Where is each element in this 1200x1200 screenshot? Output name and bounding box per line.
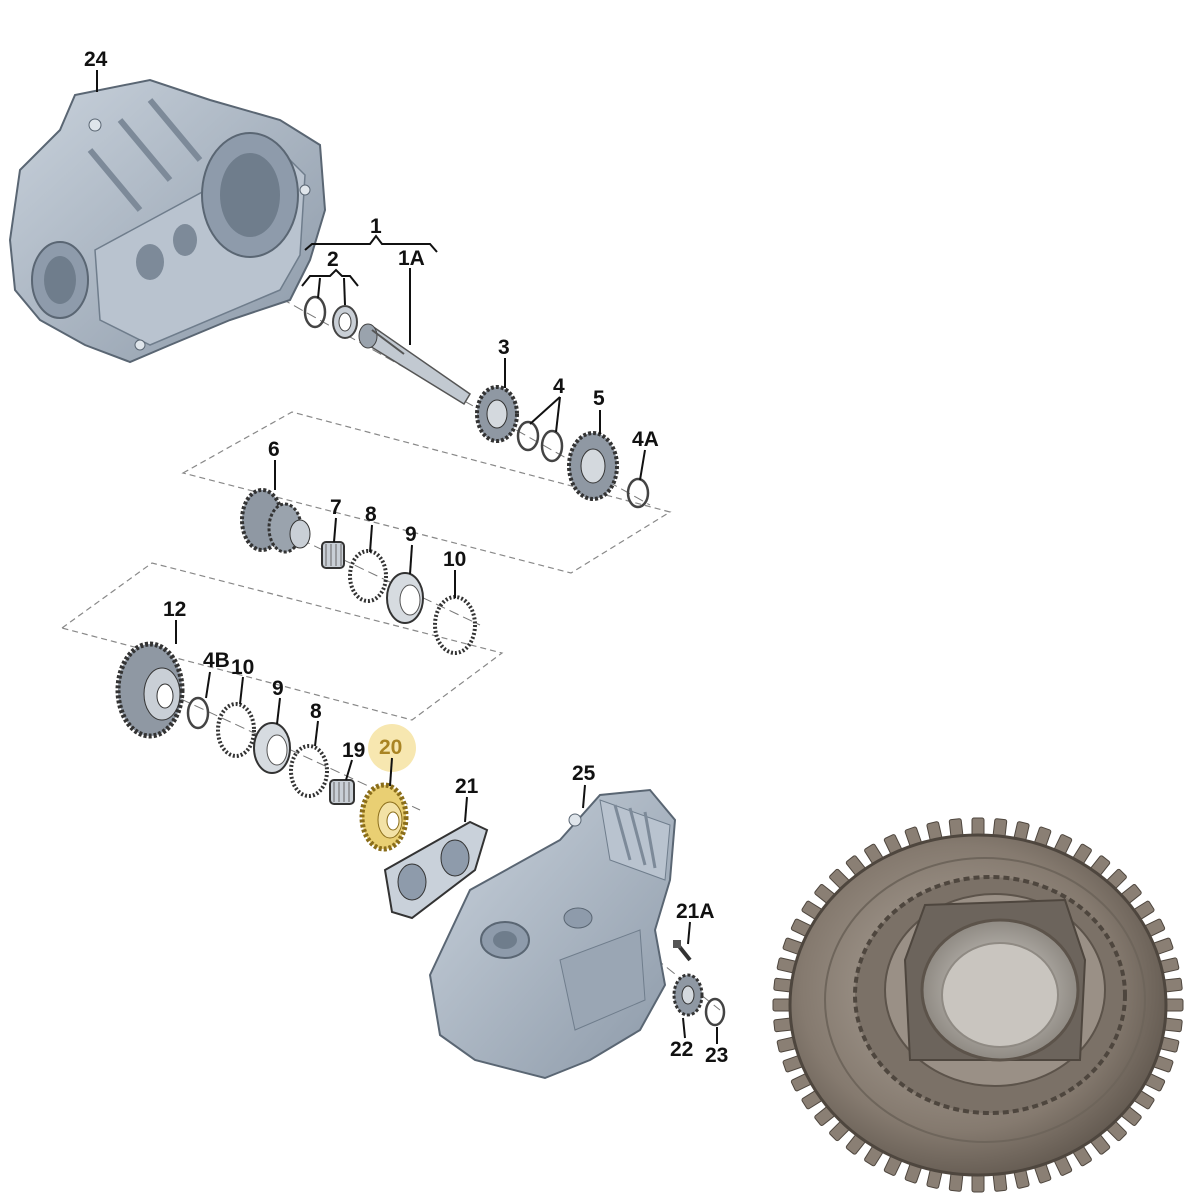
gear-20-highlighted-part[interactable] bbox=[359, 782, 409, 852]
cover-plate-21-part[interactable] bbox=[383, 820, 489, 920]
label-7[interactable]: 7 bbox=[330, 496, 342, 519]
label-4[interactable]: 4 bbox=[553, 375, 565, 398]
gear-6-part[interactable] bbox=[240, 488, 311, 554]
label-6[interactable]: 6 bbox=[268, 438, 280, 461]
cone-ring-9-part[interactable] bbox=[386, 572, 424, 624]
label-3[interactable]: 3 bbox=[498, 336, 510, 359]
rear-housing-part[interactable] bbox=[428, 788, 677, 1080]
label-8[interactable]: 8 bbox=[365, 503, 377, 526]
label-20-highlighted[interactable]: 20 bbox=[379, 736, 402, 759]
gear-tooth bbox=[1164, 998, 1184, 1012]
gear-tooth bbox=[971, 1173, 985, 1193]
needle-bearing-19-part[interactable] bbox=[329, 779, 355, 805]
gear-22-part[interactable] bbox=[672, 973, 704, 1017]
synchro-ring-10-part[interactable] bbox=[433, 595, 477, 655]
label-4b[interactable]: 4B bbox=[203, 649, 230, 672]
synchro-ring-10-lower-part[interactable] bbox=[216, 702, 256, 758]
label-10[interactable]: 10 bbox=[443, 548, 466, 571]
gear-12-part[interactable] bbox=[115, 641, 185, 739]
label-22[interactable]: 22 bbox=[670, 1038, 693, 1061]
ring-4a-part[interactable] bbox=[626, 477, 650, 509]
ring-4b-part[interactable] bbox=[186, 696, 210, 730]
bearing-set-part[interactable] bbox=[303, 295, 358, 339]
label-10-lower[interactable]: 10 bbox=[231, 656, 254, 679]
label-2[interactable]: 2 bbox=[327, 248, 339, 271]
label-21[interactable]: 21 bbox=[455, 775, 479, 798]
label-5[interactable]: 5 bbox=[593, 387, 605, 410]
needle-bearing-7-part[interactable] bbox=[321, 541, 345, 569]
front-housing-part[interactable] bbox=[8, 78, 327, 364]
label-24[interactable]: 24 bbox=[84, 48, 108, 71]
leader-lines bbox=[96, 70, 718, 1044]
main-shaft-part[interactable] bbox=[358, 323, 472, 406]
synchro-ring-8-part[interactable] bbox=[348, 549, 388, 603]
label-19[interactable]: 19 bbox=[342, 739, 365, 762]
synchro-ring-8-lower-part[interactable] bbox=[289, 744, 329, 798]
highlight-halo bbox=[368, 724, 416, 772]
label-25[interactable]: 25 bbox=[572, 762, 596, 785]
ring-4-part[interactable] bbox=[516, 420, 564, 463]
label-21a[interactable]: 21A bbox=[676, 900, 715, 923]
gear-tooth bbox=[971, 817, 985, 837]
label-1a[interactable]: 1A bbox=[398, 247, 425, 270]
group-frame-lower bbox=[60, 562, 504, 721]
label-4a[interactable]: 4A bbox=[632, 428, 659, 451]
gear-5-part[interactable] bbox=[567, 431, 619, 501]
label-9-lower[interactable]: 9 bbox=[272, 677, 284, 700]
label-12[interactable]: 12 bbox=[163, 598, 186, 621]
cone-ring-9-lower-part[interactable] bbox=[253, 722, 291, 774]
label-9[interactable]: 9 bbox=[405, 523, 417, 546]
ring-23-part[interactable] bbox=[704, 997, 726, 1027]
label-23[interactable]: 23 bbox=[705, 1044, 728, 1067]
label-1[interactable]: 1 bbox=[370, 215, 382, 238]
group-frame-upper bbox=[181, 411, 672, 574]
gear-tooth bbox=[772, 998, 792, 1012]
label-8-lower[interactable]: 8 bbox=[310, 700, 322, 723]
gear-product-photo bbox=[772, 817, 1184, 1193]
bolt-21a-part[interactable] bbox=[673, 940, 692, 962]
part-labels: 24 1 1A 2 3 4 5 4A 6 7 8 9 10 12 4B 10 9… bbox=[84, 48, 728, 1067]
gear-3-part[interactable] bbox=[475, 385, 519, 443]
